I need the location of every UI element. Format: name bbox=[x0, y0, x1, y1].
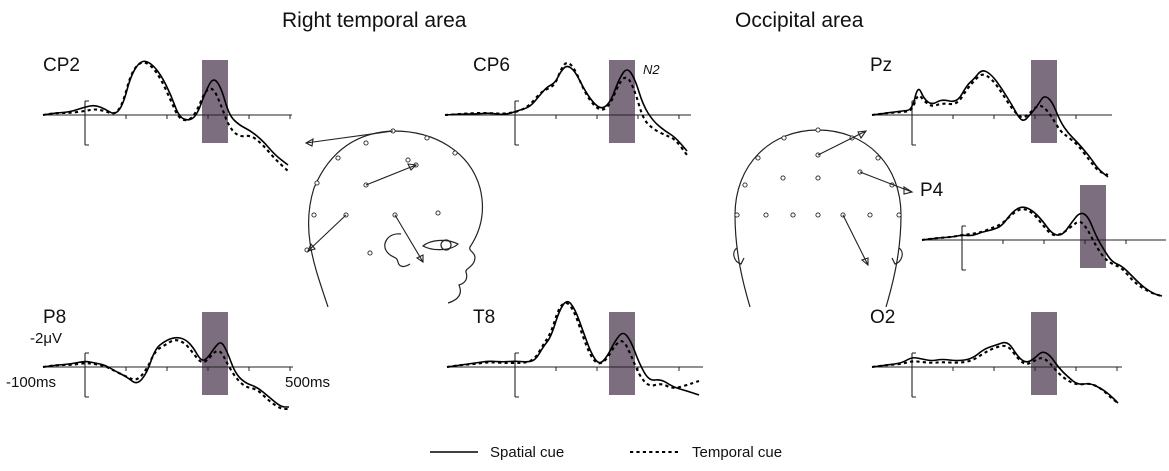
time-end-label: 500ms bbox=[285, 374, 330, 391]
head-outline bbox=[307, 130, 483, 308]
n2-window-o2 bbox=[1031, 312, 1057, 395]
electrode-dot bbox=[763, 212, 769, 218]
n2-window-t8 bbox=[609, 312, 635, 395]
title-occipital: Occipital area bbox=[735, 9, 864, 32]
arrowhead-t8 bbox=[415, 254, 424, 264]
arrowhead-o2 bbox=[860, 257, 869, 267]
electrode-label-o2: O2 bbox=[870, 307, 895, 328]
arrow-to-cp2 bbox=[305, 130, 394, 144]
arrow-to-o2 bbox=[842, 214, 869, 266]
electrode-dot bbox=[367, 250, 373, 256]
arrowhead-cp2 bbox=[304, 137, 314, 147]
electrode-dot bbox=[311, 212, 317, 218]
temporal-cue-trace-cp2 bbox=[42, 61, 289, 172]
electrode-dot bbox=[335, 155, 341, 161]
electrode-dot bbox=[435, 210, 441, 216]
electrode-dot bbox=[896, 212, 902, 218]
legend: Spatial cue Temporal cue bbox=[430, 444, 782, 461]
electrode-dot bbox=[815, 127, 821, 133]
n2-window-pz bbox=[1031, 60, 1057, 143]
n2-annotation: N2 bbox=[643, 62, 660, 77]
spatial-cue-trace-p8 bbox=[42, 336, 289, 408]
ear-icon bbox=[384, 233, 411, 268]
arrow-to-pz bbox=[817, 130, 867, 156]
amplitude-scale-label: -2μV bbox=[30, 330, 62, 347]
electrode-label-p8: P8 bbox=[43, 307, 66, 328]
electrode-dot bbox=[875, 155, 881, 161]
electrode-dot bbox=[363, 140, 369, 146]
arrowhead-cp6 bbox=[407, 163, 418, 171]
eye-pupil-icon bbox=[440, 239, 452, 251]
eye-icon bbox=[421, 239, 460, 251]
erp-panel-o2: O2 bbox=[870, 307, 1122, 404]
temporal-cue-trace-o2 bbox=[871, 344, 1119, 404]
electrode-label-t8: T8 bbox=[473, 307, 495, 328]
spatial-cue-trace-cp6 bbox=[444, 65, 688, 152]
arrow-to-p4 bbox=[859, 171, 913, 193]
electrode-dot bbox=[742, 182, 748, 188]
spatial-cue-trace-o2 bbox=[871, 341, 1119, 404]
electrode-dot bbox=[755, 155, 761, 161]
legend-temporal-cue: Temporal cue bbox=[692, 444, 782, 461]
spatial-cue-trace-cp2 bbox=[42, 60, 289, 166]
temporal-cue-trace-pz bbox=[871, 73, 1109, 176]
electrode-dot bbox=[405, 157, 411, 163]
arrowhead-pz bbox=[857, 130, 868, 140]
electrode-label-cp2: CP2 bbox=[43, 55, 80, 76]
arrow-to-t8 bbox=[394, 214, 424, 263]
time-start-label: -100ms bbox=[6, 374, 56, 391]
electrode-dot bbox=[734, 212, 740, 218]
electrode-label-cp6: CP6 bbox=[473, 55, 510, 76]
legend-spatial-cue: Spatial cue bbox=[490, 444, 564, 461]
arrow-to-p8 bbox=[307, 214, 347, 252]
arrowhead-p4 bbox=[903, 186, 914, 195]
electrode-dot bbox=[452, 150, 458, 156]
erp-panel-p4: P4 bbox=[920, 180, 1166, 298]
electrodes-back bbox=[734, 127, 902, 218]
head-back-view bbox=[733, 127, 914, 308]
electrode-dot bbox=[314, 180, 320, 186]
title-right-temporal: Right temporal area bbox=[282, 9, 467, 32]
electrode-dot bbox=[781, 135, 787, 141]
erp-panel-p8: P8 bbox=[42, 307, 293, 411]
erp-panel-cp2: CP2 bbox=[42, 55, 292, 172]
electrode-label-pz: Pz bbox=[870, 55, 892, 76]
electrode-label-p4: P4 bbox=[920, 180, 944, 201]
spatial-cue-trace-p4 bbox=[921, 206, 1163, 297]
erp-panel-pz: Pz bbox=[870, 55, 1112, 178]
arrowhead-p8 bbox=[307, 242, 316, 252]
electrode-dot bbox=[780, 175, 786, 181]
electrode-dot bbox=[867, 212, 873, 218]
n2-window-cp2 bbox=[202, 60, 228, 143]
erp-panel-t8: T8 bbox=[446, 300, 703, 398]
right-ear-icon bbox=[891, 247, 903, 265]
temporal-cue-trace-p8 bbox=[42, 339, 289, 411]
temporal-cue-trace-t8 bbox=[446, 301, 700, 389]
n2-window-p8 bbox=[202, 312, 228, 395]
spatial-cue-trace-t8 bbox=[446, 300, 700, 396]
head-side-view bbox=[304, 128, 483, 308]
electrode-dot bbox=[815, 175, 821, 181]
left-ear-icon bbox=[733, 247, 745, 265]
arrow-to-cp6 bbox=[365, 164, 417, 186]
electrode-dot bbox=[815, 212, 821, 218]
electrode-dot bbox=[790, 212, 796, 218]
electrodes-side bbox=[304, 128, 458, 256]
spatial-cue-trace-pz bbox=[871, 70, 1109, 178]
erp-panel-cp6: CP6 bbox=[444, 55, 691, 156]
temporal-cue-trace-p4 bbox=[921, 208, 1163, 298]
electrode-dot bbox=[424, 135, 430, 141]
